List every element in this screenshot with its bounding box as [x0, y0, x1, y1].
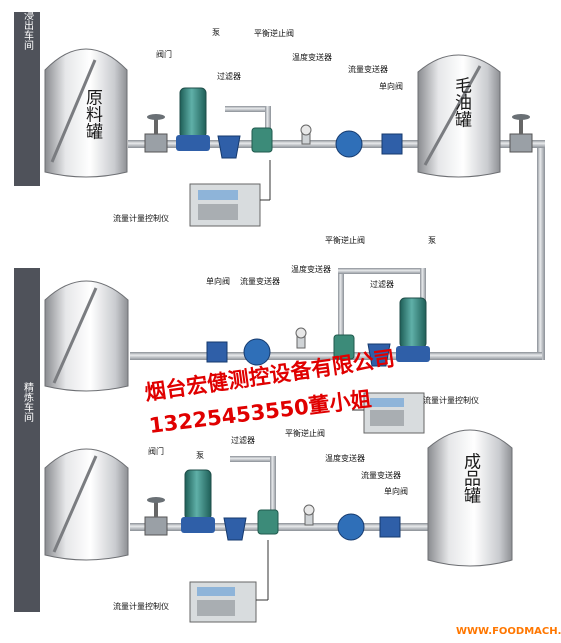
row2-flow-transmitter [243, 338, 271, 366]
row3-label-temp-transmitter: 温度变送器 [325, 453, 365, 463]
website-footer: WWW.FOODMACH.CN [456, 626, 561, 637]
row3-label-valve: 阀门 [148, 446, 164, 456]
row2-filter [367, 343, 391, 367]
row3-valve [144, 497, 168, 536]
row2-one-way-valve [206, 341, 228, 363]
row1-label-temp-transmitter: 温度变送器 [292, 52, 332, 62]
row2-label-controller: 流量计量控制仪 [423, 395, 479, 405]
row1-one-way-valve [381, 133, 403, 155]
row3-temp-transmitter [303, 504, 315, 526]
row2-label-pump: 泵 [428, 236, 436, 245]
row3-label-balance-check-valve: 平衡逆止阀 [285, 428, 325, 438]
row1-label-one-way-valve: 单向阀 [379, 81, 403, 91]
row1-temp-transmitter [300, 124, 312, 145]
row1-label-pump: 泵 [212, 28, 220, 37]
row3-one-way-valve [379, 516, 401, 538]
raw-tank: 原料罐 [44, 48, 128, 178]
row2-label-filter: 过滤器 [370, 279, 394, 289]
row3-label-filter: 过滤器 [231, 435, 255, 445]
row1-filter [217, 135, 241, 159]
row2-label-one-way-valve: 单向阀 [206, 276, 230, 286]
row3-pipes [130, 456, 430, 531]
row2-label-temp-transmitter: 温度变送器 [291, 264, 331, 274]
row1-pump [176, 87, 210, 151]
row1-flow-transmitter [335, 130, 363, 158]
crude-tank: 毛油罐 [417, 54, 501, 178]
row3-pump [181, 469, 215, 533]
row3-label-pump: 泵 [196, 451, 204, 460]
row1-label-balance-check-valve: 平衡逆止阀 [254, 28, 294, 38]
row2-balance-check-valve [333, 334, 355, 360]
product-tank-label: 成品罐 [460, 452, 481, 503]
row3-balance-check-valve [257, 509, 279, 535]
refining-workshop-label: 精炼车间 [22, 381, 34, 423]
row2-controller [352, 392, 425, 434]
row1-label-flow-transmitter: 流量变送器 [348, 64, 388, 74]
refining-tank-1 [44, 280, 129, 392]
refining-workshop-bar: 精炼车间 [14, 268, 40, 612]
row1-label-valve: 阀门 [156, 49, 172, 59]
leaching-workshop-label: 浸出车间 [22, 10, 34, 51]
row2-temp-transmitter [295, 327, 307, 349]
row2-label-balance-check-valve: 平衡逆止阀 [325, 235, 365, 245]
row3-flow-transmitter [337, 513, 365, 541]
row1-controller [189, 160, 271, 227]
row3-label-flow-transmitter: 流量变送器 [361, 470, 401, 480]
row1-valve [144, 114, 168, 153]
row1-label-filter: 过滤器 [217, 71, 241, 81]
row3-label-controller: 流量计量控制仪 [113, 601, 169, 611]
row2-label-flow-transmitter: 流量变送器 [240, 276, 280, 286]
row1-pipes [128, 106, 545, 360]
row1-balance-check-valve [251, 127, 273, 153]
product-tank: 成品罐 [427, 429, 513, 567]
row3-filter [223, 517, 247, 541]
row3-controller [189, 540, 269, 623]
crude-tank-label: 毛油罐 [451, 76, 472, 127]
row1-label-controller: 流量计量控制仪 [113, 213, 169, 223]
refining-tank-2 [44, 448, 129, 561]
row3-label-one-way-valve: 单向阀 [384, 486, 408, 496]
leaching-workshop-bar: 浸出车间 [14, 10, 40, 186]
row1-valve-right [509, 114, 533, 153]
raw-tank-label: 原料罐 [82, 89, 103, 140]
row2-pump [396, 297, 430, 362]
